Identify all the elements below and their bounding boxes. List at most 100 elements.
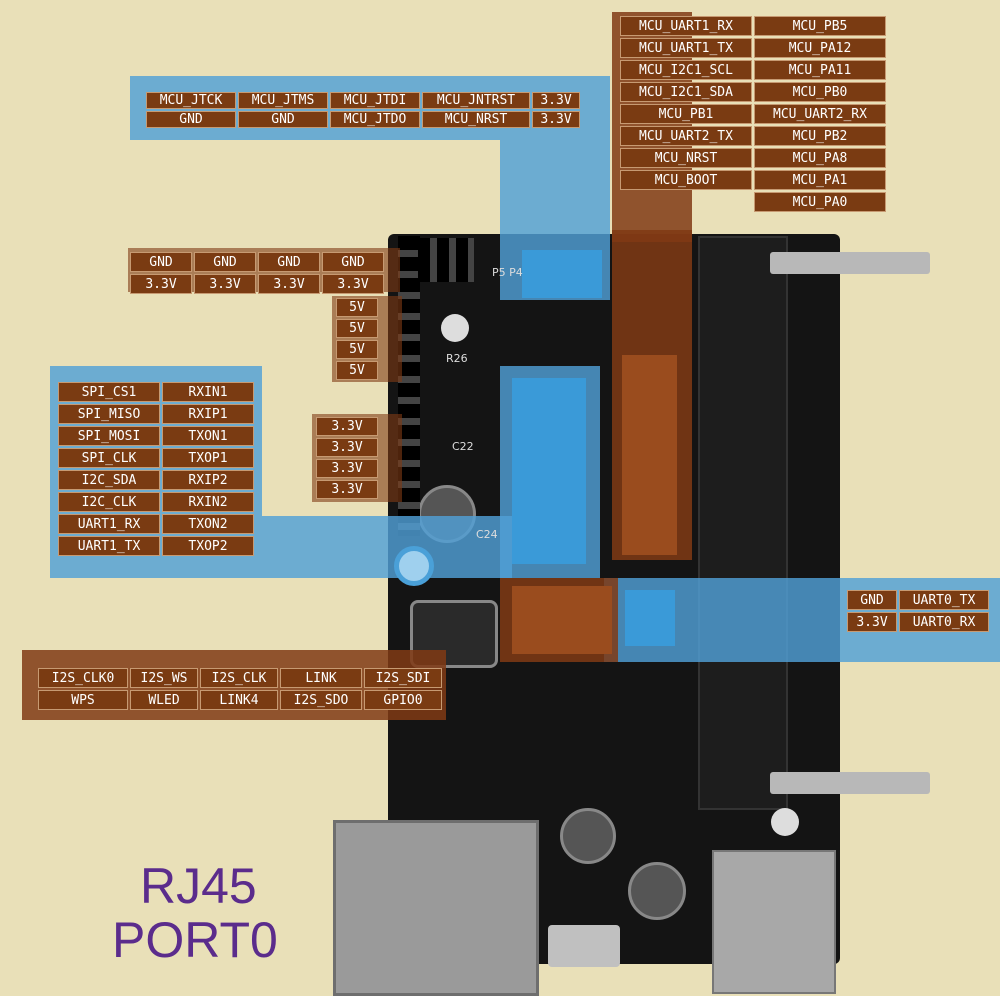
- spi-pins: [512, 378, 586, 564]
- spi-r2-c1: SPI_MISO: [58, 404, 160, 424]
- i2s-pins: [512, 586, 612, 654]
- mcu-r7-c1: MCU_NRST: [620, 148, 752, 168]
- spi-r5-c2: RXIP2: [162, 470, 254, 490]
- three-volt-table: 3.3V 3.3V 3.3V 3.3V: [314, 415, 380, 501]
- spi-r4-c2: TXOP1: [162, 448, 254, 468]
- i2s-r2-c4: I2S_SDO: [280, 690, 362, 710]
- spi-r7-c2: TXON2: [162, 514, 254, 534]
- jtag-r1-c3: MCU_JTDI: [330, 92, 420, 109]
- silk-p5: P5 P4: [492, 266, 523, 279]
- jtag-r1-c5: 3.3V: [532, 92, 580, 109]
- mcu-r3-c2: MCU_PA11: [754, 60, 886, 80]
- jtag-r2-c3: MCU_JTDO: [330, 111, 420, 128]
- spi-pointer-circle: [394, 546, 434, 586]
- mcu-r1-c1: MCU_UART1_RX: [620, 16, 752, 36]
- three-volt-1: 3.3V: [316, 417, 378, 436]
- pin-header-left: [398, 236, 420, 536]
- mcu-r8-c1: MCU_BOOT: [620, 170, 752, 190]
- mount-hole-1: [441, 314, 469, 342]
- i2s-r2-c2: WLED: [130, 690, 198, 710]
- mcu-r2-c1: MCU_UART1_TX: [620, 38, 752, 58]
- pwr-r1-c4: GND: [322, 252, 384, 272]
- mcu-r4-c1: MCU_I2C1_SDA: [620, 82, 752, 102]
- uart0-pins: [625, 590, 675, 646]
- mini-pcie-slot: [698, 236, 788, 810]
- slot-latch-bottom: [770, 772, 930, 794]
- i2s-header-table: I2S_CLK0 I2S_WS I2S_CLK LINK I2S_SDI WPS…: [36, 666, 444, 712]
- usb-port: [712, 850, 836, 994]
- i2s-r1-c1: I2S_CLK0: [38, 668, 128, 688]
- pin-header-top: [418, 238, 474, 282]
- five-volt-table: 5V 5V 5V 5V: [334, 296, 380, 382]
- mcu-r9-c2: MCU_PA0: [754, 192, 886, 212]
- three-volt-4: 3.3V: [316, 480, 378, 499]
- mcu-r6-c1: MCU_UART2_TX: [620, 126, 752, 146]
- five-volt-1: 5V: [336, 298, 378, 317]
- jtag-pins: [522, 250, 602, 298]
- spi-band-connector: [262, 516, 512, 578]
- jtag-r1-c4: MCU_JNTRST: [422, 92, 530, 109]
- mcu-r8-c2: MCU_PA1: [754, 170, 886, 190]
- five-volt-3: 5V: [336, 340, 378, 359]
- spi-r1-c2: RXIN1: [162, 382, 254, 402]
- port0-label: PORT0: [112, 912, 278, 968]
- mcu-r4-c2: MCU_PB0: [754, 82, 886, 102]
- jtag-r1-c2: MCU_JTMS: [238, 92, 328, 109]
- mcu-r7-c2: MCU_PA8: [754, 148, 886, 168]
- mcu-r9-c1: [620, 192, 752, 212]
- i2s-r2-c3: LINK4: [200, 690, 278, 710]
- uart0-r1-c1: GND: [847, 590, 897, 610]
- mcu-pins: [622, 355, 677, 555]
- spi-r3-c2: TXON1: [162, 426, 254, 446]
- spi-r7-c1: UART1_RX: [58, 514, 160, 534]
- jtag-r2-c2: GND: [238, 111, 328, 128]
- spi-r4-c1: SPI_CLK: [58, 448, 160, 468]
- spi-r8-c2: TXOP2: [162, 536, 254, 556]
- i2s-r2-c5: GPIO0: [364, 690, 442, 710]
- rj45-label: RJ45: [140, 858, 257, 914]
- i2s-r1-c3: I2S_CLK: [200, 668, 278, 688]
- i2s-r1-c4: LINK: [280, 668, 362, 688]
- pwr-r2-c3: 3.3V: [258, 274, 320, 294]
- silk-c24: C24: [476, 528, 498, 541]
- pwr-r1-c3: GND: [258, 252, 320, 272]
- five-volt-4: 5V: [336, 361, 378, 380]
- jtag-r2-c1: GND: [146, 111, 236, 128]
- spi-r8-c1: UART1_TX: [58, 536, 160, 556]
- power-header-table: GND GND GND GND 3.3V 3.3V 3.3V 3.3V: [128, 250, 386, 296]
- silk-r26: R26: [446, 352, 468, 365]
- pwr-r2-c1: 3.3V: [130, 274, 192, 294]
- i2s-r1-c2: I2S_WS: [130, 668, 198, 688]
- micro-usb-port: [548, 925, 620, 967]
- jtag-r2-c4: MCU_NRST: [422, 111, 530, 128]
- three-volt-3: 3.3V: [316, 459, 378, 478]
- uart0-r1-c2: UART0_TX: [899, 590, 989, 610]
- mount-hole-2: [771, 808, 799, 836]
- uart0-r2-c1: 3.3V: [847, 612, 897, 632]
- spi-r3-c1: SPI_MOSI: [58, 426, 160, 446]
- i2s-r2-c1: WPS: [38, 690, 128, 710]
- mcu-r3-c1: MCU_I2C1_SCL: [620, 60, 752, 80]
- mcu-r2-c2: MCU_PA12: [754, 38, 886, 58]
- spi-r6-c2: RXIN2: [162, 492, 254, 512]
- silk-c22: C22: [452, 440, 474, 453]
- pwr-r1-c1: GND: [130, 252, 192, 272]
- i2s-r1-c5: I2S_SDI: [364, 668, 442, 688]
- five-volt-2: 5V: [336, 319, 378, 338]
- spi-r5-c1: I2C_SDA: [58, 470, 160, 490]
- capacitor-3: [628, 862, 686, 920]
- mcu-r1-c2: MCU_PB5: [754, 16, 886, 36]
- three-volt-2: 3.3V: [316, 438, 378, 457]
- pwr-r1-c2: GND: [194, 252, 256, 272]
- pwr-r2-c4: 3.3V: [322, 274, 384, 294]
- mcu-r5-c2: MCU_UART2_RX: [754, 104, 886, 124]
- uart0-r2-c2: UART0_RX: [899, 612, 989, 632]
- jtag-header-table: MCU_JTCK MCU_JTMS MCU_JTDI MCU_JNTRST 3.…: [144, 90, 582, 130]
- capacitor-2: [560, 808, 616, 864]
- pwr-r2-c2: 3.3V: [194, 274, 256, 294]
- spi-r6-c1: I2C_CLK: [58, 492, 160, 512]
- spi-r1-c1: SPI_CS1: [58, 382, 160, 402]
